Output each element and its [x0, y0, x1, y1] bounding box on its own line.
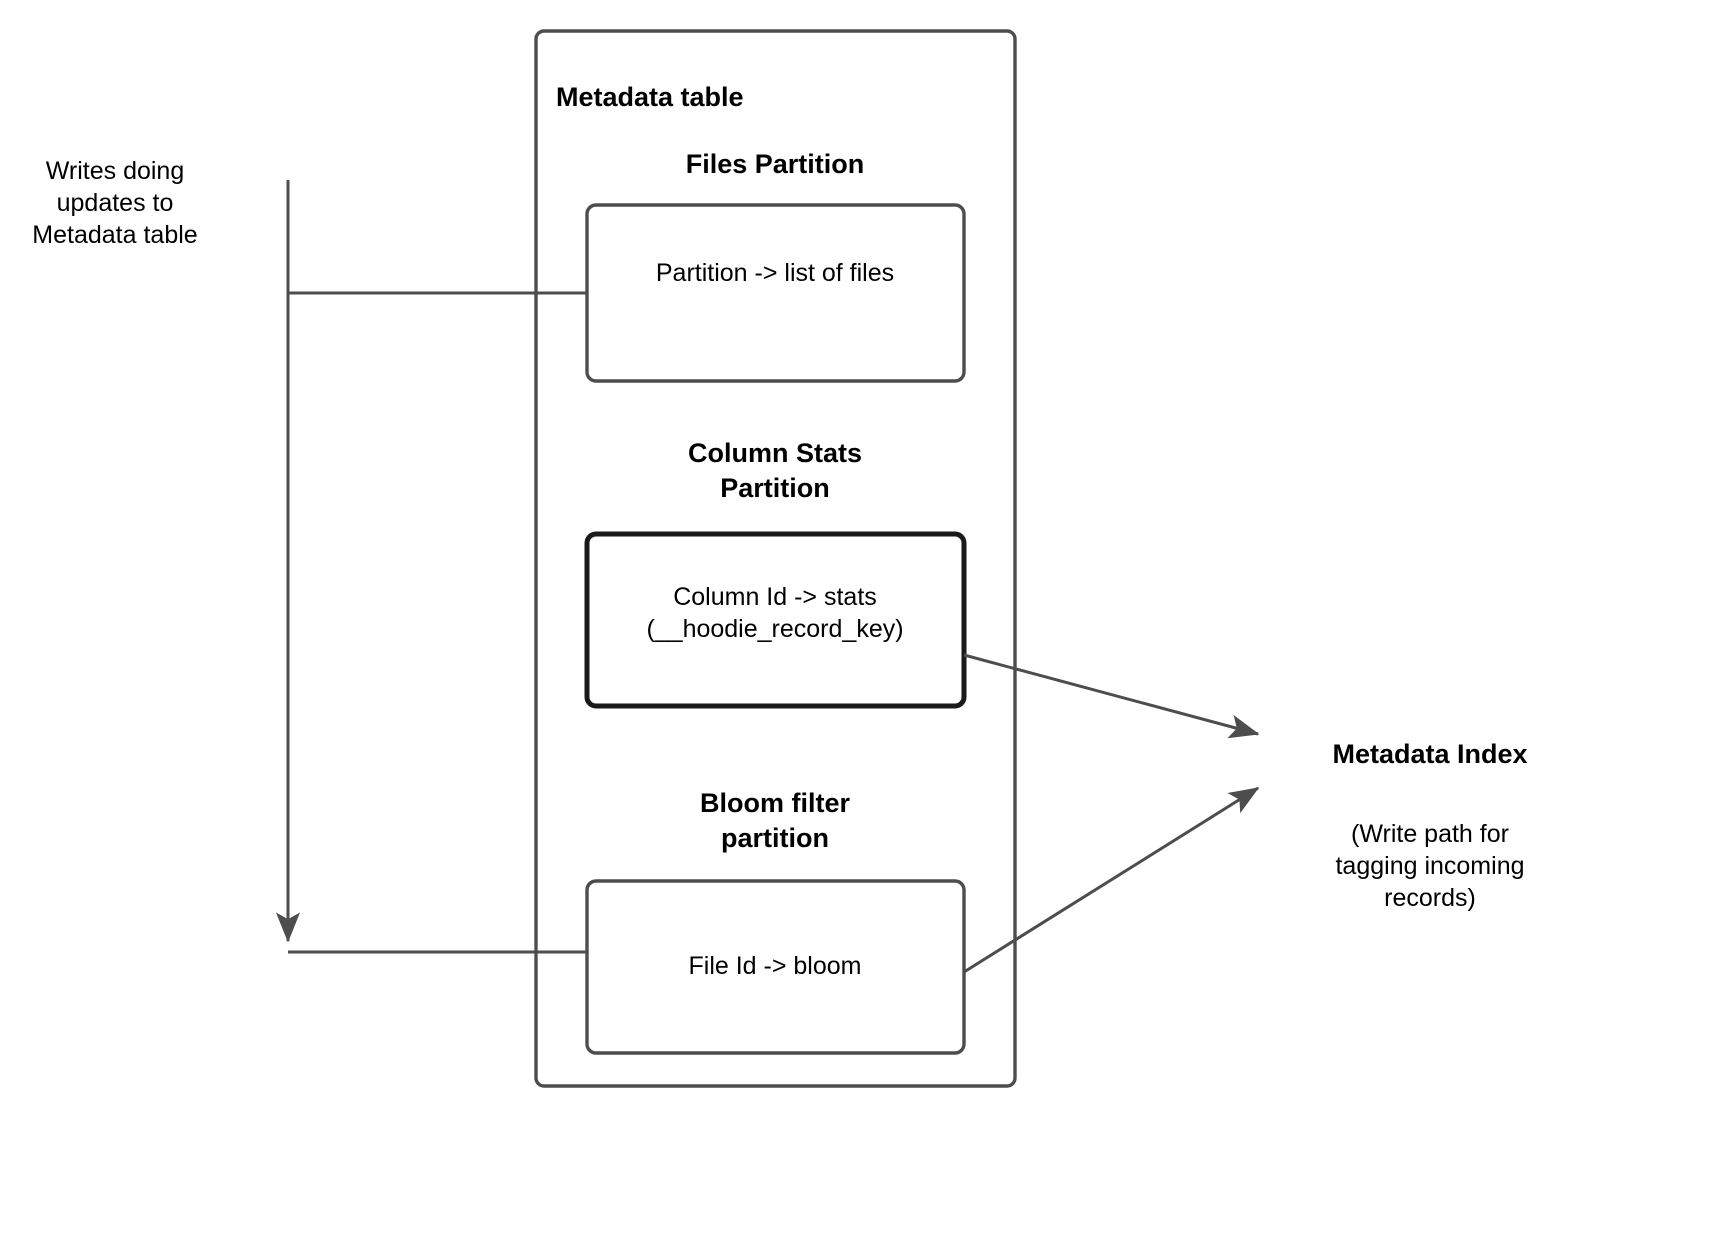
bloom-filter-partition-box-label: File Id -> bloom: [688, 952, 862, 980]
files-partition-heading: Files Partition: [685, 149, 865, 179]
metadata-table-container: [534, 29, 1017, 1088]
metadata-index-title: Metadata Index: [1332, 739, 1528, 769]
metadata-table-title: Metadata table: [556, 82, 744, 112]
arrow-colstats-to-index: [963, 653, 1260, 739]
column-stats-partition-box: [584, 531, 967, 709]
column-stats-partition-box-label: Column Id -> stats (__hoodie_record_key): [646, 583, 904, 643]
arrow-bloom-to-index: [963, 786, 1260, 974]
metadata-index-note: (Write path for tagging incoming records…: [1335, 820, 1525, 912]
bloom-filter-partition-box: [585, 879, 966, 1055]
files-partition-box-label: Partition -> list of files: [655, 259, 895, 287]
writes-updates-note: Writes doing updates to Metadata table: [32, 157, 198, 249]
column-stats-partition-heading: Column Stats Partition: [687, 438, 862, 503]
files-partition-box: [585, 203, 966, 383]
bloom-filter-partition-heading: Bloom filter partition: [699, 788, 850, 853]
